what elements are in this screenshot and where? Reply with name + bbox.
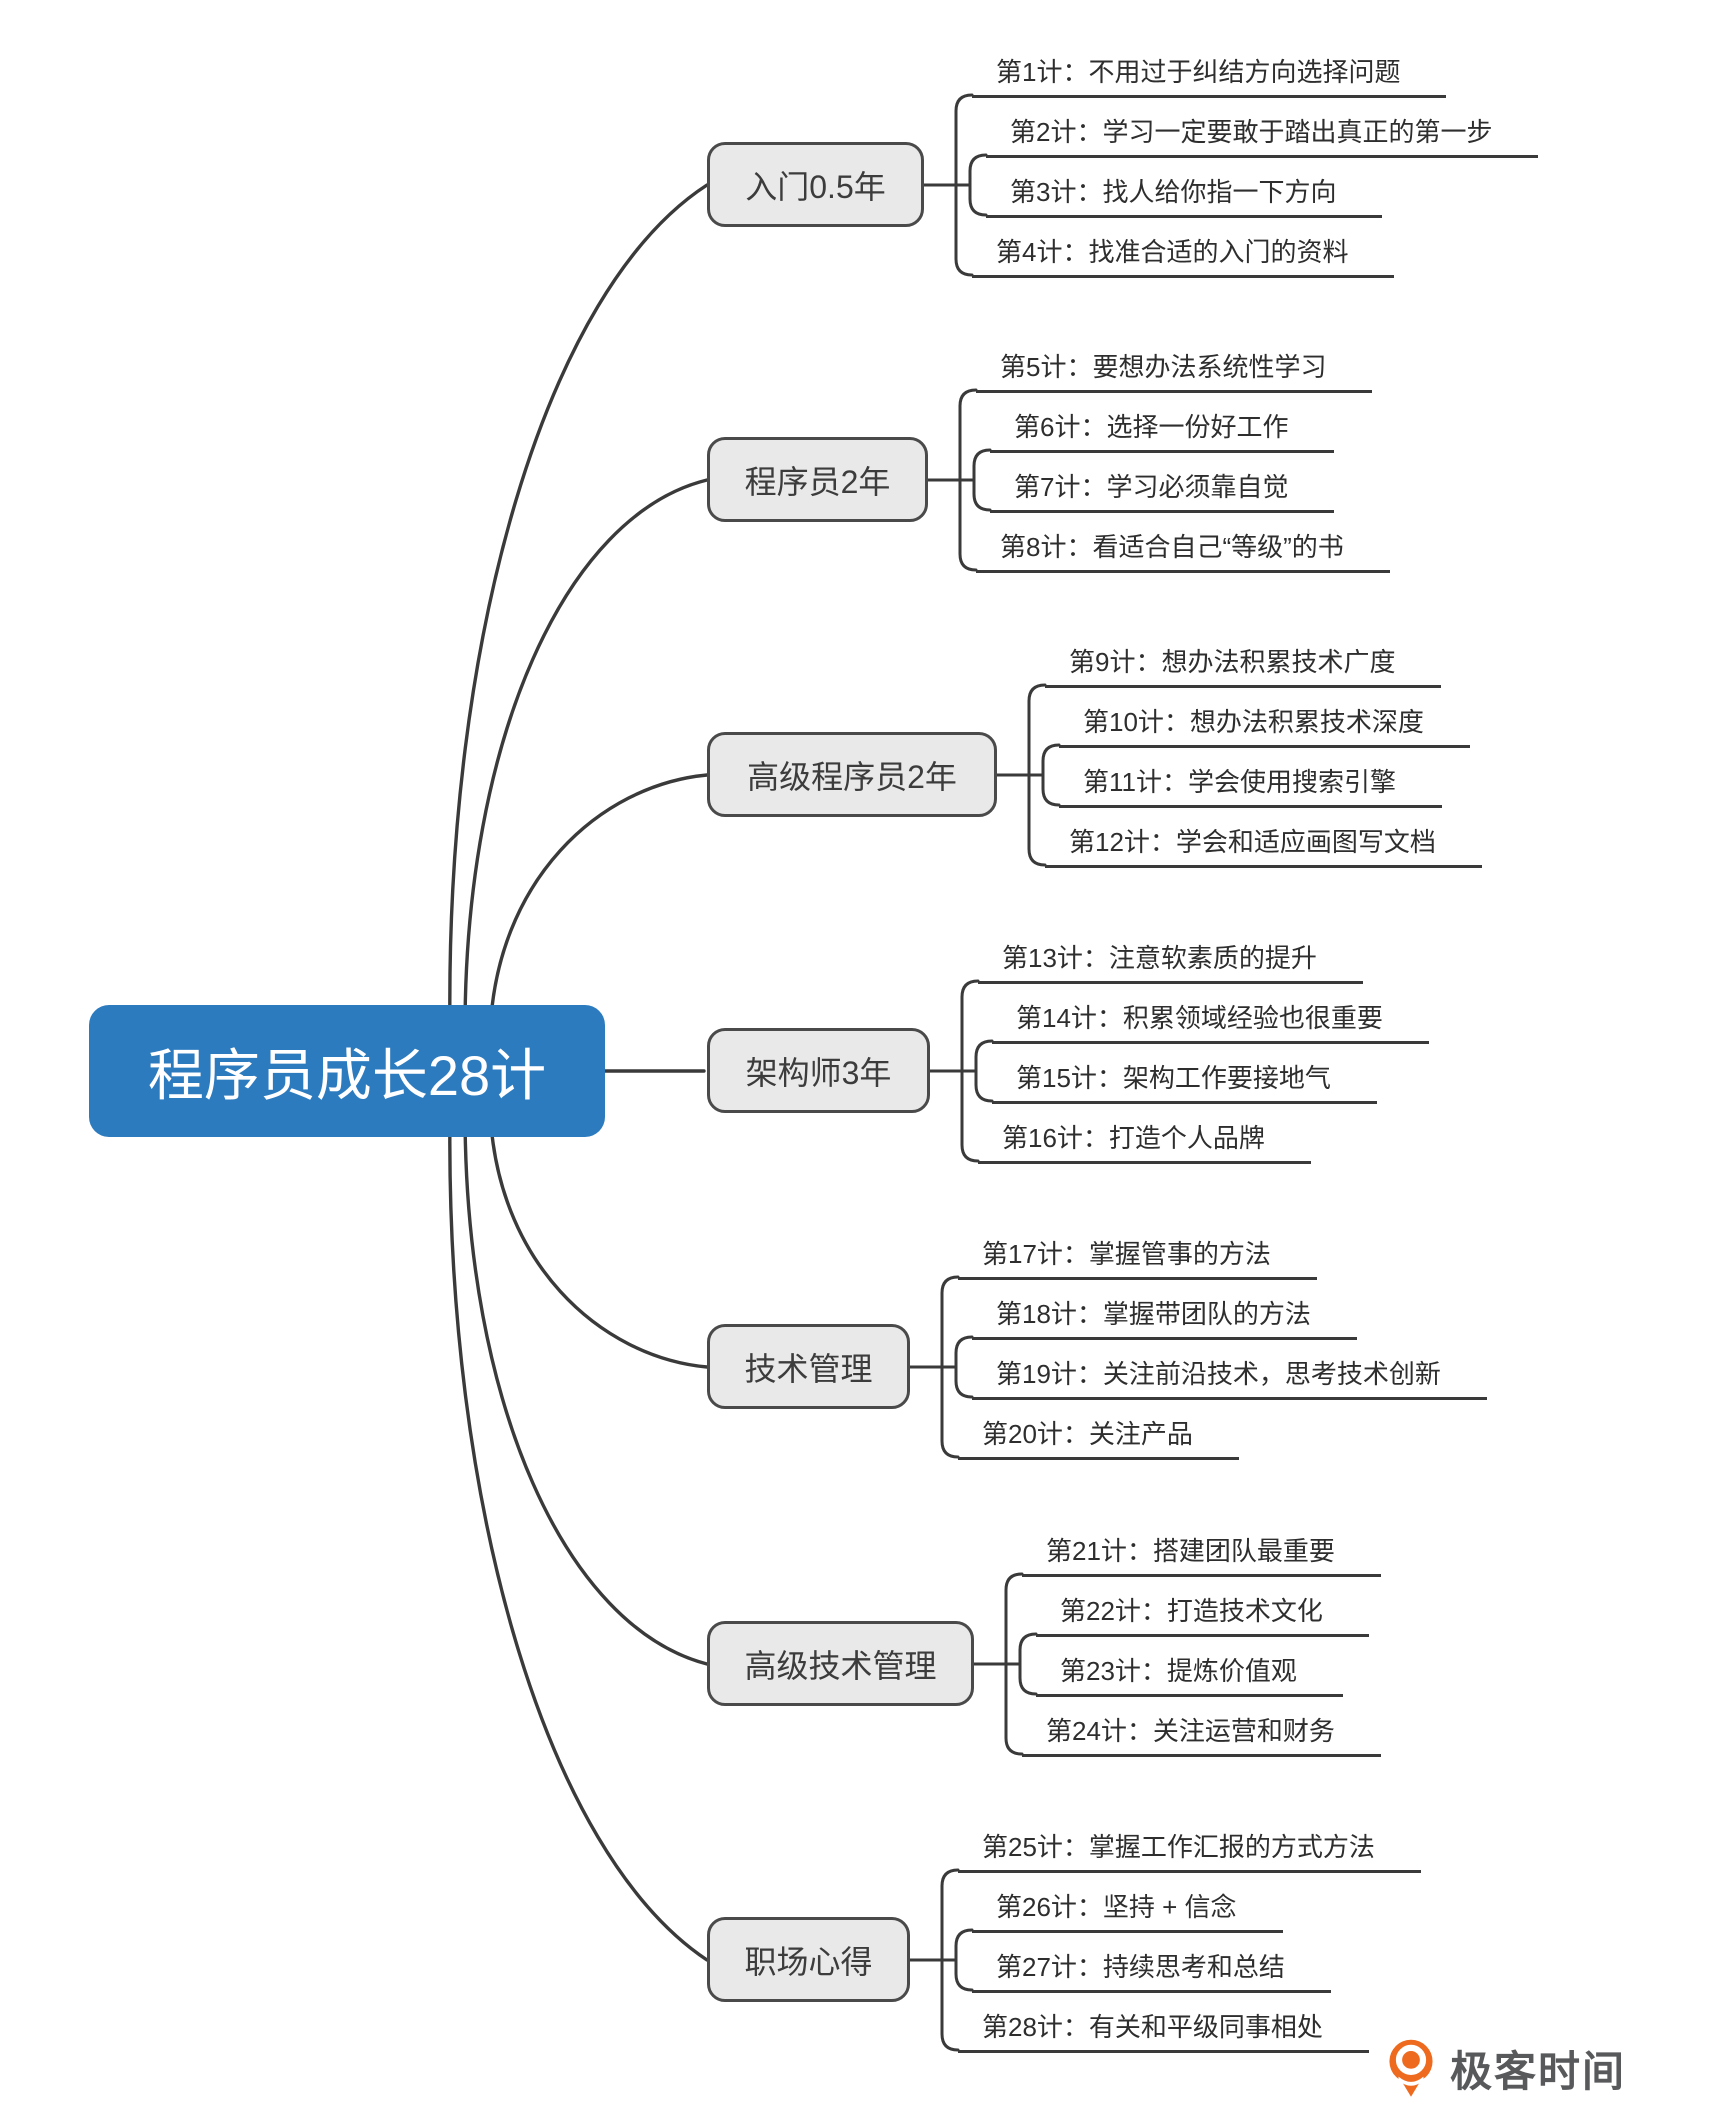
child-topic-3-3[interactable]: 第11计：学会使用搜索引擎 <box>1059 761 1442 808</box>
child-topic-5-3[interactable]: 第19计：关注前沿技术，思考技术创新 <box>972 1353 1487 1400</box>
child-topic-3-2[interactable]: 第10计：想办法积累技术深度 <box>1059 701 1470 748</box>
branch-curve <box>488 1105 709 1369</box>
child-topic-5-1[interactable]: 第17计：掌握管事的方法 <box>958 1233 1317 1280</box>
child-topic-7-3[interactable]: 第27计：持续思考和总结 <box>972 1946 1331 1993</box>
child-topic-6-1[interactable]: 第21计：搭建团队最重要 <box>1022 1530 1381 1577</box>
geektime-logo-text: 极客时间 <box>1450 2048 1627 2095</box>
child-topic-2-1[interactable]: 第5计：要想办法系统性学习 <box>976 346 1373 393</box>
child-topic-4-3[interactable]: 第15计：架构工作要接地气 <box>992 1057 1377 1104</box>
child-topic-5-2[interactable]: 第18计：掌握带团队的方法 <box>972 1293 1357 1340</box>
child-topic-6-3[interactable]: 第23计：提炼价值观 <box>1036 1650 1343 1697</box>
child-topic-2-2[interactable]: 第6计：选择一份好工作 <box>990 406 1335 453</box>
child-connector-outer <box>954 93 974 277</box>
child-connector-inner <box>972 448 992 512</box>
branch-curve <box>488 773 709 1037</box>
child-topic-6-4[interactable]: 第24计：关注运营和财务 <box>1022 1710 1381 1757</box>
child-connector-inner <box>1041 743 1061 807</box>
child-topic-2-3[interactable]: 第7计：学习必须靠自觉 <box>990 466 1335 513</box>
child-topic-1-2[interactable]: 第2计：学习一定要敢于踏出真正的第一步 <box>986 111 1539 158</box>
child-topic-4-1[interactable]: 第13计：注意软素质的提升 <box>978 937 1363 984</box>
branch-topic-1[interactable]: 入门0.5年 <box>707 142 924 227</box>
child-topic-1-4[interactable]: 第4计：找准合适的入门的资料 <box>972 231 1395 278</box>
branch-topic-6[interactable]: 高级技术管理 <box>707 1621 974 1706</box>
branch-curve <box>448 183 709 1032</box>
child-topic-4-4[interactable]: 第16计：打造个人品牌 <box>978 1117 1311 1164</box>
child-topic-3-4[interactable]: 第12计：学会和适应画图写文档 <box>1045 821 1482 868</box>
branch-topic-3[interactable]: 高级程序员2年 <box>707 732 997 817</box>
child-topic-7-2[interactable]: 第26计：坚持 + 信念 <box>972 1886 1283 1933</box>
child-connector-inner <box>1018 1632 1038 1696</box>
child-topic-2-4[interactable]: 第8计：看适合自己“等级”的书 <box>976 526 1390 573</box>
child-connector-outer <box>940 1275 960 1459</box>
branch-topic-7[interactable]: 职场心得 <box>707 1917 910 2002</box>
central-topic[interactable]: 程序员成长28计 <box>89 1005 605 1137</box>
child-connector-outer <box>1027 683 1047 867</box>
child-connector-outer <box>1004 1572 1024 1756</box>
child-topic-6-2[interactable]: 第22计：打造技术文化 <box>1036 1590 1369 1637</box>
child-connector-inner <box>974 1039 994 1103</box>
child-connector-outer <box>960 979 980 1163</box>
child-topic-3-1[interactable]: 第9计：想办法积累技术广度 <box>1045 641 1442 688</box>
branch-curve <box>463 1110 709 1666</box>
child-connector-outer <box>958 388 978 572</box>
child-topic-4-2[interactable]: 第14计：积累领域经验也很重要 <box>992 997 1429 1044</box>
branch-curve <box>463 478 709 1032</box>
child-connector-inner <box>968 153 988 217</box>
child-topic-1-3[interactable]: 第3计：找人给你指一下方向 <box>986 171 1383 218</box>
geektime-pin-icon <box>1388 2039 1434 2098</box>
geektime-logo: 极客时间 <box>1388 2038 1626 2099</box>
branch-curve <box>448 1110 709 1962</box>
child-connector-inner <box>954 1335 974 1399</box>
branch-topic-4[interactable]: 架构师3年 <box>707 1028 930 1113</box>
child-topic-7-1[interactable]: 第25计：掌握工作汇报的方式方法 <box>958 1826 1421 1873</box>
branch-topic-2[interactable]: 程序员2年 <box>707 437 928 522</box>
child-connector-outer <box>940 1868 960 2052</box>
child-topic-5-4[interactable]: 第20计：关注产品 <box>958 1413 1239 1460</box>
child-topic-7-4[interactable]: 第28计：有关和平级同事相处 <box>958 2006 1369 2053</box>
branch-topic-5[interactable]: 技术管理 <box>707 1324 910 1409</box>
child-topic-1-1[interactable]: 第1计：不用过于纠结方向选择问题 <box>972 51 1447 98</box>
child-connector-inner <box>954 1928 974 1992</box>
